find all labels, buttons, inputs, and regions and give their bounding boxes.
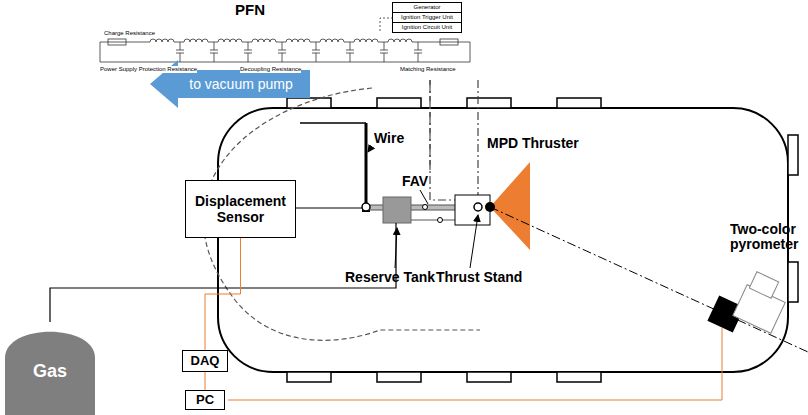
part-label: MPD Thruster bbox=[487, 136, 579, 151]
wire-support bbox=[300, 122, 366, 124]
pivot bbox=[362, 203, 370, 211]
part-label: Two-color pyrometer bbox=[730, 222, 806, 253]
reserve-tank bbox=[383, 197, 411, 223]
signal-line bbox=[228, 328, 722, 400]
node-text: Generator bbox=[413, 4, 440, 11]
fav-valve bbox=[423, 205, 428, 210]
wire-weight bbox=[362, 204, 370, 212]
node-text: Ignition Circuit Unit bbox=[402, 24, 452, 31]
signal-connector bbox=[205, 372, 206, 390]
part-label: Charge Resistance bbox=[104, 30, 155, 37]
part-label: Power Supply Protection Resistance bbox=[100, 66, 197, 73]
part-label: Thrust Stand bbox=[436, 270, 522, 285]
pfn-schematic bbox=[100, 18, 470, 62]
part-label: PFN bbox=[235, 2, 265, 19]
thruster-mount bbox=[455, 195, 490, 225]
part-label: Reserve Tank bbox=[345, 270, 435, 285]
pivot bbox=[474, 203, 482, 211]
flanges bbox=[287, 98, 798, 382]
leader-line bbox=[368, 146, 372, 152]
optical-axis bbox=[490, 207, 808, 352]
leader-line bbox=[470, 215, 478, 268]
process-box: DAQ bbox=[182, 350, 228, 372]
leader-line bbox=[420, 190, 428, 204]
node-text: PC bbox=[196, 393, 214, 408]
signal-connector bbox=[205, 238, 241, 350]
wire bbox=[365, 123, 368, 208]
process-box: Displacement Sensor bbox=[185, 180, 296, 238]
node-text: Ignition Trigger Unit bbox=[401, 14, 453, 21]
sensor-target bbox=[290, 208, 366, 209]
part-label: Decoupling Resistance bbox=[240, 66, 301, 73]
process-box: PC bbox=[185, 390, 225, 410]
node-text: Gas bbox=[33, 361, 67, 382]
electrode-line bbox=[430, 80, 478, 200]
leader-line bbox=[395, 228, 397, 268]
node-text: to vacuum pump bbox=[189, 76, 293, 92]
mpd-thruster bbox=[490, 162, 530, 250]
process-box: Ignition Circuit Unit bbox=[392, 22, 462, 33]
fav-valve bbox=[438, 218, 443, 223]
part-label: Wire bbox=[374, 131, 404, 146]
part-label: Matching Resistance bbox=[400, 66, 456, 73]
vacuum-chamber bbox=[218, 108, 788, 372]
pyrometer bbox=[707, 272, 785, 334]
part-label: FAV bbox=[402, 174, 428, 189]
gas-cylinder: Gas bbox=[5, 318, 95, 415]
node-text: DAQ bbox=[191, 354, 220, 369]
node-text: Displacement Sensor bbox=[186, 193, 295, 225]
